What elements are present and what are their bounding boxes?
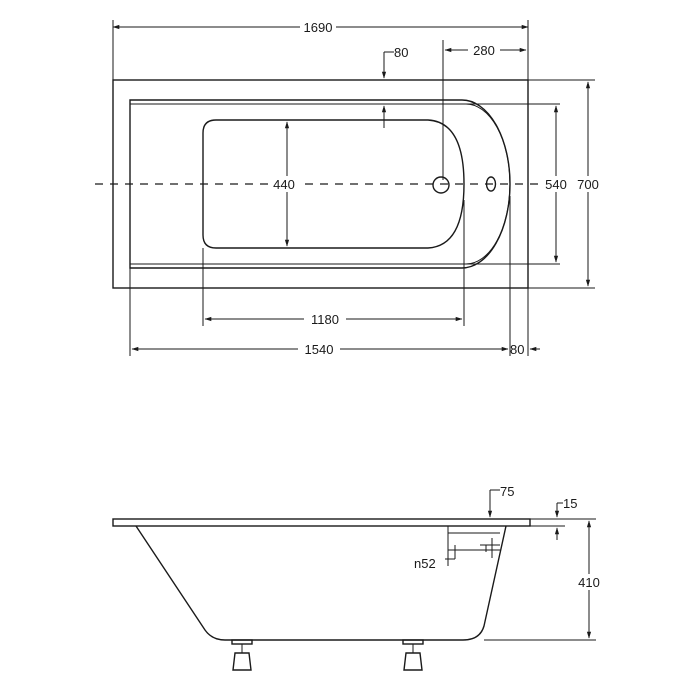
side-rim: [112, 518, 531, 527]
label-overall-length: 1690: [304, 20, 333, 35]
label-inner-width-540: 540: [545, 177, 567, 192]
label-rim-thickness: 15: [563, 496, 577, 511]
right-foot: [402, 639, 424, 671]
label-depth: 410: [578, 575, 600, 590]
label-overall-width: 700: [577, 177, 599, 192]
label-overflow-width: 80: [394, 45, 408, 60]
side-body-profile: [135, 525, 507, 641]
label-overflow-height: 75: [500, 484, 514, 499]
drain-hole: [432, 176, 450, 194]
label-overflow-offset: 280: [473, 43, 495, 58]
side-view: 75 15 n52 410: [112, 484, 604, 671]
left-foot: [231, 639, 253, 671]
overflow-hole: [485, 176, 497, 192]
label-rim-width: 80: [510, 342, 524, 357]
label-bottom-length: 1180: [311, 312, 339, 327]
label-inner-width-440: 440: [273, 177, 295, 192]
label-drain-diameter: n52: [414, 556, 436, 571]
top-view: 1690 80 280 440 540 700 1180: [95, 18, 603, 357]
bath-bottom-outline: [202, 119, 465, 249]
label-inner-length: 1540: [305, 342, 334, 357]
